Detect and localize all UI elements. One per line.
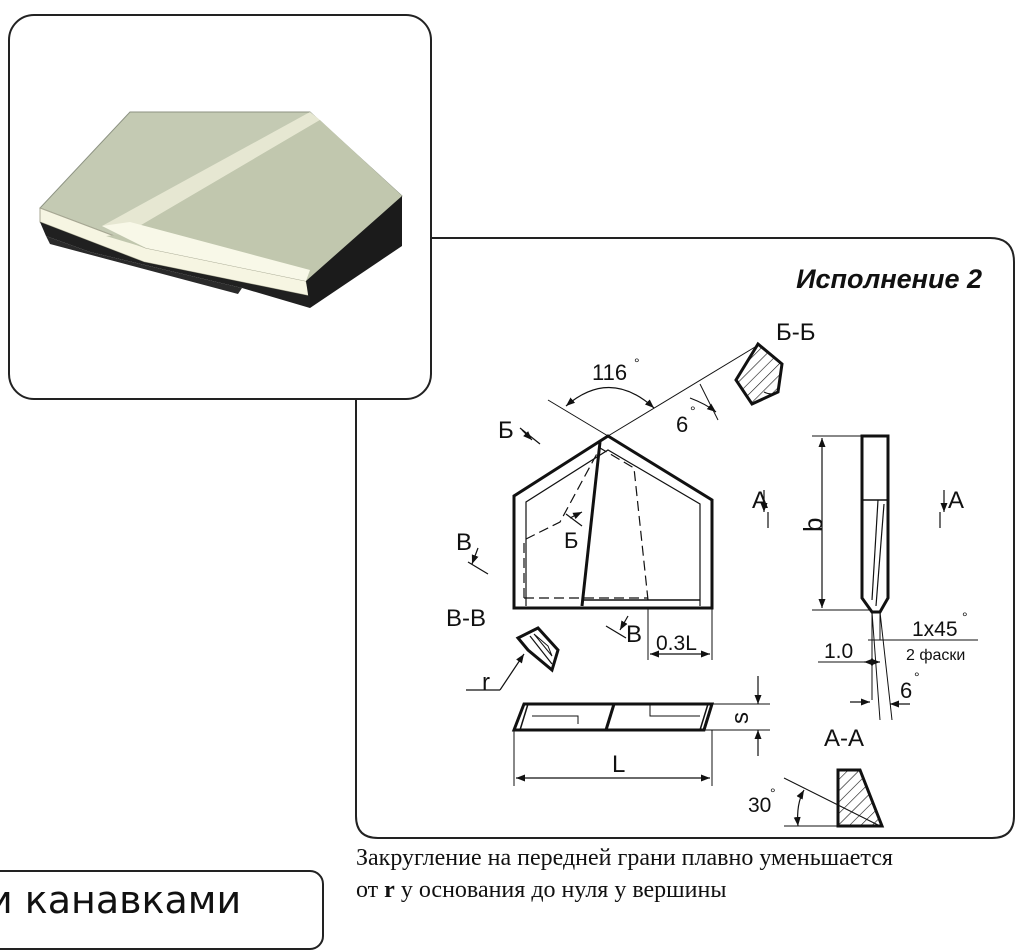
label-angle-30: 30 — [748, 794, 771, 817]
insert-side-face — [306, 196, 402, 308]
label-mark-a-right: А — [948, 487, 964, 514]
plan-view — [467, 343, 761, 660]
caption-line2-prefix: от — [356, 877, 385, 903]
insert-bottom-face — [40, 222, 310, 308]
label-dim-s: s — [727, 712, 754, 724]
degree-6-top: ° — [690, 403, 696, 419]
label-section-vv: В-В — [446, 605, 486, 632]
angle-116-leg-right — [607, 343, 761, 437]
plan-inner-bevel — [525, 449, 701, 606]
caption-line1: Закругление на передней грани плавно уме… — [356, 845, 893, 871]
label-angle-6-top: 6 — [676, 412, 688, 437]
label-mark-b-left: Б — [498, 417, 514, 444]
insert-3d-render — [39, 111, 403, 308]
insert-3d-render-frame — [8, 14, 432, 400]
degree-chamfer: ° — [962, 609, 968, 625]
label-radius-r: r — [482, 669, 490, 696]
plan-rake-edge — [580, 441, 602, 607]
label-section-aa: А-А — [824, 725, 864, 752]
plan-outline — [512, 434, 714, 610]
label-angle-6-bottom: 6 — [900, 678, 912, 703]
bottom-heading-box: и канавками — [0, 870, 324, 950]
bottom-view — [511, 676, 770, 786]
section-vv — [466, 626, 560, 691]
plan-hidden-lines — [523, 447, 649, 601]
caption-line2-bold: r — [384, 877, 395, 903]
label-dim-b: b — [798, 518, 828, 532]
drawing-frame — [355, 237, 1015, 839]
label-angle-116: 116 — [592, 360, 627, 385]
angle-6-top-arc — [689, 397, 717, 413]
label-mark-b-inner: Б — [564, 528, 578, 553]
label-section-bb: Б-Б — [776, 319, 816, 346]
label-dim-L: L — [612, 751, 625, 778]
label-dim-03L: 0.3L — [656, 632, 697, 655]
degree-6-bottom: ° — [914, 669, 920, 685]
caption-line2-suffix: у основания до нуля у вершины — [394, 877, 727, 903]
label-mark-v-bottom: В — [626, 621, 642, 648]
caption: Закругление на передней грани плавно уме… — [356, 842, 1020, 906]
caption-line2: от r у основания до нуля у вершины — [356, 874, 1020, 906]
label-dim-10: 1.0 — [824, 640, 853, 663]
section-aa — [783, 768, 885, 828]
angle-116-leg-left — [547, 399, 609, 437]
insert-chip-groove — [102, 112, 320, 234]
label-chamfer-note: 2 фаски — [906, 647, 965, 664]
drawing-title: Исполнение 2 — [796, 264, 982, 294]
bottom-heading-text: и канавками — [0, 878, 242, 922]
insert-base-slab — [46, 236, 242, 294]
section-bb — [734, 341, 784, 406]
technical-drawing: Исполнение 2 — [355, 237, 1015, 839]
label-mark-v-left: В — [456, 529, 472, 556]
degree-30: ° — [770, 785, 776, 801]
insert-bright-edge — [102, 222, 310, 281]
angle-116-arc — [565, 386, 655, 409]
label-mark-a-left: А — [752, 487, 768, 514]
label-chamfer: 1x45 — [912, 618, 958, 641]
side-view — [760, 434, 978, 721]
degree-116: ° — [634, 355, 640, 371]
